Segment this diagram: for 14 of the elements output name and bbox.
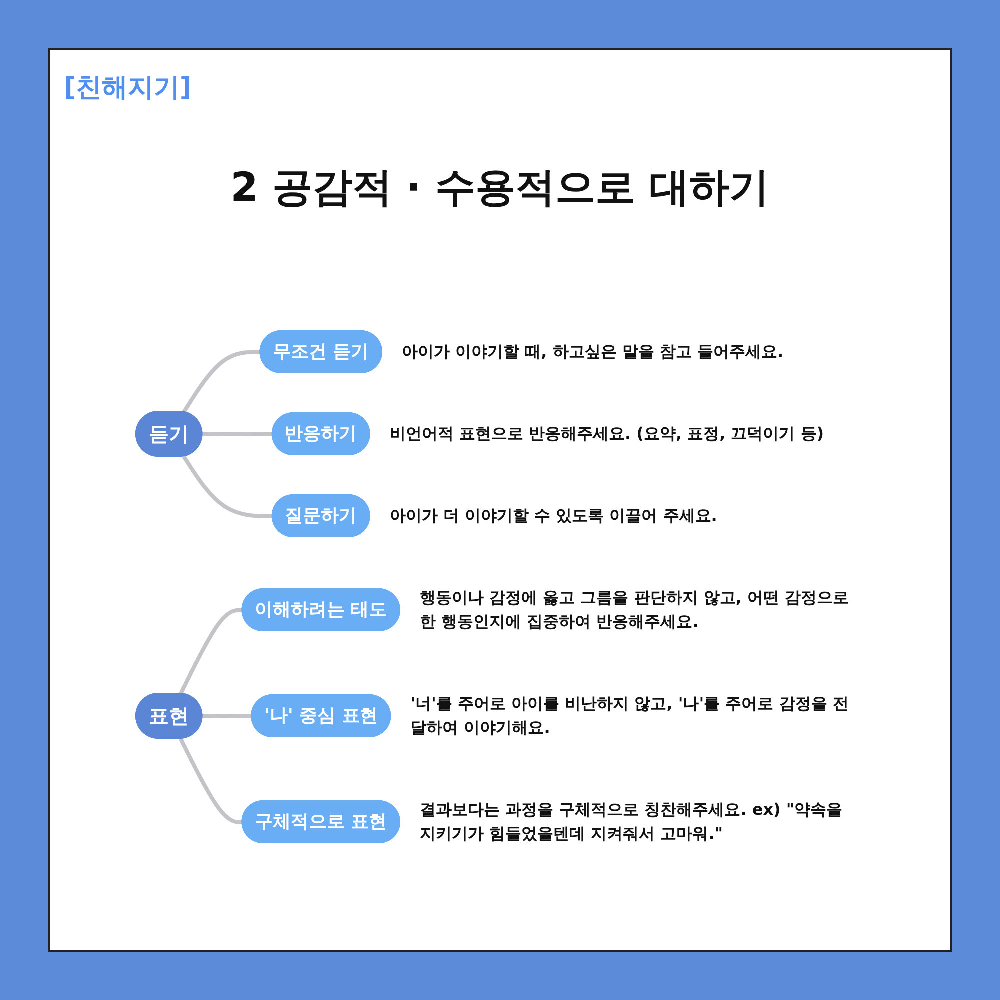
node-label: 아이가 더 이야기할 수 있도록 이끌어 주세요. <box>390 505 718 524</box>
node-label: 행동이나 감정에 옳고 그름을 판단하지 않고, 어떤 감정으로 한 행동인지에 집중하여 반응해주세요. <box>420 587 850 630</box>
node-label: 결과보다는 과정을 구체적으로 칭찬해주세요. ex) "약속을 지키기가 힘들었을텐데 지켜줘서 고마워." <box>420 799 843 842</box>
connector <box>202 432 273 436</box>
title: 2 공감적 · 수용적으로 대하기 <box>230 164 770 213</box>
connector <box>179 608 243 694</box>
connector <box>179 738 243 824</box>
section-tag: [친해지기] <box>64 70 192 105</box>
node-label: 비언어적 표현으로 반응해주세요. (요약, 표정, 끄덕이기 등) <box>390 423 824 442</box>
connector <box>202 714 252 718</box>
node-label: '너'를 주어로 아이를 비난하지 않고, '나'를 주어로 감정을 전달하여 이야기해요. <box>410 693 849 736</box>
node-label: 아이가 이야기할 때, 하고싶은 말을 참고 들어주세요. <box>402 342 784 360</box>
connector <box>182 350 261 413</box>
connector <box>182 455 273 518</box>
